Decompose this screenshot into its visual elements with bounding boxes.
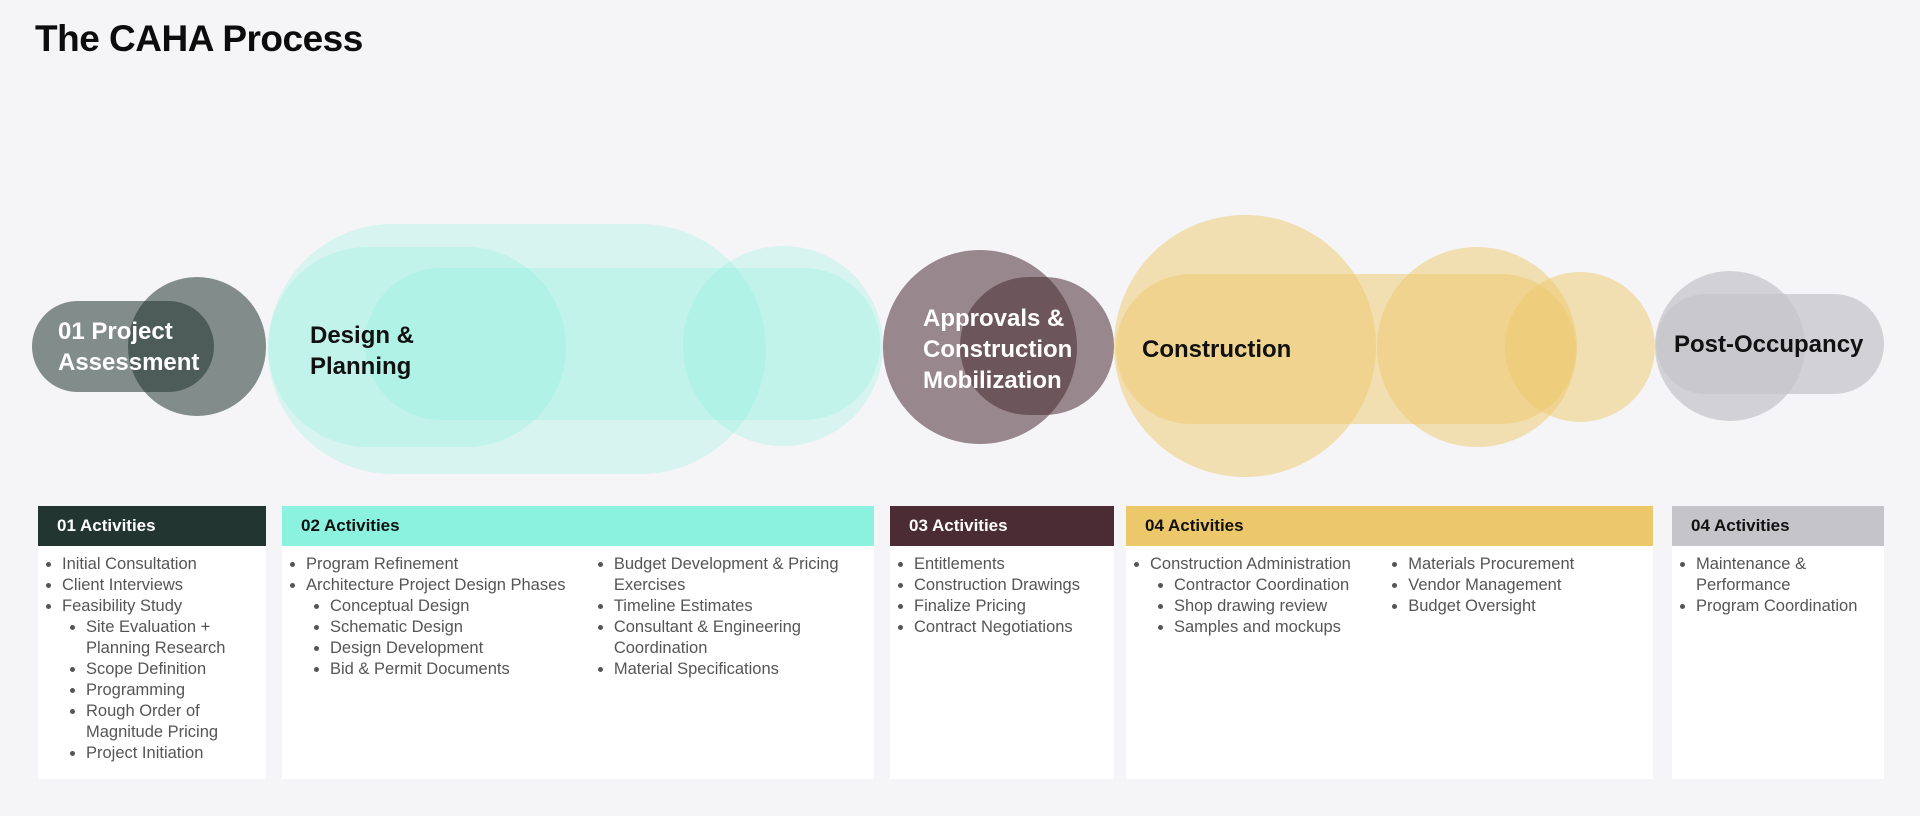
- sub-list: Site Evaluation + Planning ResearchScope…: [62, 617, 266, 764]
- activity-list: Budget Development & Pricing ExercisesTi…: [590, 554, 874, 680]
- sub-list: Contractor CoordinationShop drawing revi…: [1150, 575, 1384, 638]
- list-item: Feasibility StudySite Evaluation + Plann…: [62, 596, 266, 764]
- phase5-pill: [1656, 294, 1884, 394]
- phase-label-approvals: Approvals & Construction Mobilization: [923, 305, 1073, 394]
- activity-list: Materials ProcurementVendor ManagementBu…: [1384, 554, 1653, 617]
- list-item: Contract Negotiations: [914, 617, 1114, 638]
- list-item-text: Entitlements: [914, 555, 1005, 573]
- card-column: Budget Development & Pricing ExercisesTi…: [590, 554, 874, 680]
- list-item: Materials Procurement: [1408, 554, 1653, 575]
- list-item-text: Program Refinement: [306, 555, 459, 573]
- list-item: Construction AdministrationContractor Co…: [1150, 554, 1384, 638]
- card-body: Program RefinementArchitecture Project D…: [282, 546, 874, 680]
- card-header: 04 Activities: [1126, 506, 1653, 546]
- sub-list-item: Design Development: [330, 638, 590, 659]
- list-item: Finalize Pricing: [914, 596, 1114, 617]
- phase2-pill-long: [365, 268, 880, 420]
- sub-list: Conceptual DesignSchematic DesignDesign …: [306, 596, 590, 680]
- list-item: Architecture Project Design PhasesConcep…: [306, 575, 590, 680]
- card-column: EntitlementsConstruction DrawingsFinaliz…: [890, 554, 1114, 638]
- sub-list-item: Samples and mockups: [1174, 617, 1384, 638]
- list-item: Timeline Estimates: [614, 596, 874, 617]
- activity-card-2: 02 ActivitiesProgram RefinementArchitect…: [282, 506, 874, 779]
- list-item-text: Timeline Estimates: [613, 597, 753, 615]
- card-body: Maintenance & PerformanceProgram Coordin…: [1672, 546, 1884, 617]
- list-item-text: Construction Drawings: [914, 576, 1080, 594]
- list-item: Client Interviews: [62, 575, 266, 596]
- card-column: Initial ConsultationClient InterviewsFea…: [38, 554, 266, 764]
- list-item-text: Architecture Project Design Phases: [306, 576, 566, 594]
- phase-label-construction: Construction: [1142, 336, 1292, 363]
- activity-list: Program RefinementArchitecture Project D…: [282, 554, 590, 680]
- list-item: Consultant & Engineering Coordination: [614, 617, 874, 659]
- list-item: Entitlements: [914, 554, 1114, 575]
- card-body: EntitlementsConstruction DrawingsFinaliz…: [890, 546, 1114, 638]
- phase1-circle: [128, 277, 266, 416]
- phase2-pill-left: [268, 247, 566, 447]
- sub-list-item: Project Initiation: [86, 743, 266, 764]
- phase2-pill-large: [268, 224, 766, 474]
- list-item-text: Initial Consultation: [62, 555, 197, 573]
- list-item-text: Consultant & Engineering Coordination: [613, 618, 801, 657]
- sub-list-item: Contractor Coordination: [1174, 575, 1384, 596]
- list-item: Program Refinement: [306, 554, 590, 575]
- sub-list-item: Scope Definition: [86, 659, 266, 680]
- sub-list-item: Conceptual Design: [330, 596, 590, 617]
- list-item: Construction Drawings: [914, 575, 1114, 596]
- card-column: Program RefinementArchitecture Project D…: [282, 554, 590, 680]
- list-item: Budget Development & Pricing Exercises: [614, 554, 874, 596]
- list-item-text: Material Specifications: [613, 660, 779, 678]
- phase4-circle-small: [1505, 272, 1655, 422]
- card-header: 02 Activities: [282, 506, 874, 546]
- list-item: Material Specifications: [614, 659, 874, 680]
- list-item-text: Feasibility Study: [62, 597, 183, 615]
- list-item: Vendor Management: [1408, 575, 1653, 596]
- card-header: 01 Activities: [38, 506, 266, 546]
- phase3-pill: [960, 277, 1114, 415]
- activity-list: EntitlementsConstruction DrawingsFinaliz…: [890, 554, 1114, 638]
- sub-list-item: Rough Order of Magnitude Pricing: [86, 701, 266, 743]
- list-item-text: Materials Procurement: [1408, 555, 1575, 573]
- activity-list: Maintenance & PerformanceProgram Coordin…: [1672, 554, 1884, 617]
- list-item-text: Maintenance & Performance: [1696, 555, 1807, 594]
- list-item: Budget Oversight: [1408, 596, 1653, 617]
- card-header: 04 Activities: [1672, 506, 1884, 546]
- card-column: Materials ProcurementVendor ManagementBu…: [1384, 554, 1653, 638]
- list-item-text: Program Coordination: [1696, 597, 1858, 615]
- list-item-text: Finalize Pricing: [914, 597, 1026, 615]
- list-item-text: Construction Administration: [1150, 555, 1351, 573]
- sub-list-item: Schematic Design: [330, 617, 590, 638]
- page-title: The CAHA Process: [35, 18, 363, 59]
- card-column: Construction AdministrationContractor Co…: [1126, 554, 1384, 638]
- activity-card-4: 04 ActivitiesConstruction Administration…: [1126, 506, 1653, 779]
- phase-label-design: Design & Planning: [310, 322, 415, 380]
- sub-list-item: Shop drawing review: [1174, 596, 1384, 617]
- activity-card-3: 03 ActivitiesEntitlementsConstruction Dr…: [890, 506, 1114, 779]
- activity-card-5: 04 ActivitiesMaintenance & PerformancePr…: [1672, 506, 1884, 779]
- list-item-text: Budget Development & Pricing Exercises: [613, 555, 839, 594]
- phase2-circle-right: [683, 246, 883, 446]
- card-column: Maintenance & PerformanceProgram Coordin…: [1672, 554, 1884, 617]
- activity-list: Construction AdministrationContractor Co…: [1126, 554, 1384, 638]
- sub-list-item: Bid & Permit Documents: [330, 659, 590, 680]
- phase-label-post-occupancy: Post-Occupancy: [1674, 331, 1864, 358]
- list-item-text: Budget Oversight: [1408, 597, 1536, 615]
- card-body: Construction AdministrationContractor Co…: [1126, 546, 1653, 638]
- card-body: Initial ConsultationClient InterviewsFea…: [38, 546, 266, 764]
- activity-card-1: 01 ActivitiesInitial ConsultationClient …: [38, 506, 266, 779]
- sub-list-item: Programming: [86, 680, 266, 701]
- phase-label-assessment: 01 Project Assessment: [58, 318, 200, 376]
- sub-list-item: Site Evaluation + Planning Research: [86, 617, 266, 659]
- list-item: Program Coordination: [1696, 596, 1884, 617]
- list-item: Initial Consultation: [62, 554, 266, 575]
- list-item-text: Vendor Management: [1408, 576, 1562, 594]
- activity-list: Initial ConsultationClient InterviewsFea…: [38, 554, 266, 764]
- list-item-text: Client Interviews: [62, 576, 184, 594]
- list-item-text: Contract Negotiations: [914, 618, 1073, 636]
- card-header: 03 Activities: [890, 506, 1114, 546]
- list-item: Maintenance & Performance: [1696, 554, 1884, 596]
